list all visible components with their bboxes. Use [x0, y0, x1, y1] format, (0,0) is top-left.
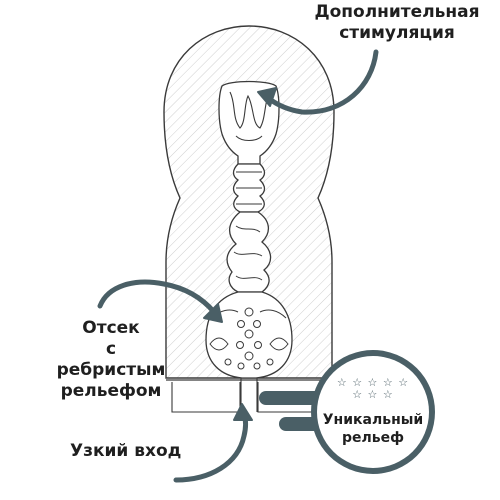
relief-nubs: [224, 307, 274, 370]
label-narrow-entry: Узкий вход: [70, 441, 182, 461]
arrow-left: [97, 279, 223, 323]
label-extra-stimulation-line2: стимуляция: [339, 23, 455, 43]
badge-title: Уникальный рельеф: [323, 411, 423, 447]
unique-relief-badge: ☆ ☆ ☆ ☆ ☆ ☆ ☆ ☆ Уникальный рельеф: [317, 356, 429, 468]
star-icons-row1: ☆ ☆ ☆ ☆ ☆: [336, 376, 410, 389]
arrow-top: [257, 49, 379, 115]
inner-canal: [205, 80, 293, 379]
star-icons-row2: ☆ ☆ ☆: [352, 388, 394, 401]
badge-title-line2: рельеф: [341, 430, 404, 446]
label-ribbed-chamber-line2: с ребристым: [56, 339, 166, 380]
label-ribbed-chamber-line3: рельефом: [60, 381, 162, 401]
label-extra-stimulation-line1: Дополнительная: [314, 2, 480, 22]
badge-title-line1: Уникальный: [322, 412, 424, 428]
label-ribbed-chamber-line1: Отсек: [82, 318, 140, 338]
label-ribbed-chamber: Отсек с ребристым рельефом: [52, 318, 170, 402]
label-extra-stimulation: Дополнительная стимуляция: [292, 2, 500, 44]
arrow-bottom: [173, 403, 253, 483]
